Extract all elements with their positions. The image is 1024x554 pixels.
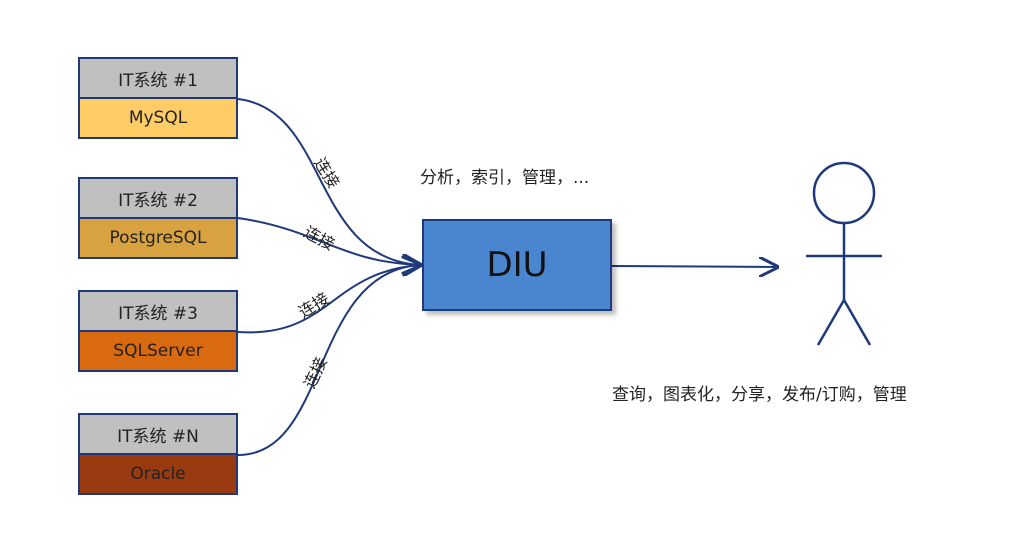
diu-box: DIU xyxy=(422,219,612,311)
it-system-3-title: IT系统 #3 xyxy=(80,292,236,332)
connector-1 xyxy=(237,98,420,265)
it-system-1: IT系统 #1 MySQL xyxy=(78,57,238,139)
it-system-2: IT系统 #2 PostgreSQL xyxy=(78,177,238,259)
it-system-n: IT系统 #N Oracle xyxy=(78,413,238,495)
diu-to-user-arrow xyxy=(611,266,777,267)
user-functions-caption: 查询，图表化，分享，发布/订购，管理 xyxy=(612,385,907,405)
it-system-3: IT系统 #3 SQLServer xyxy=(78,290,238,372)
it-system-2-db: PostgreSQL xyxy=(80,219,236,257)
diu-functions-caption: 分析，索引，管理，... xyxy=(420,168,590,188)
it-system-1-db: MySQL xyxy=(80,99,236,137)
it-system-1-title: IT系统 #1 xyxy=(80,59,236,99)
connector-n xyxy=(237,265,420,456)
it-system-n-db: Oracle xyxy=(80,455,236,493)
it-system-2-title: IT系统 #2 xyxy=(80,179,236,219)
connector-3 xyxy=(237,265,420,334)
user-icon xyxy=(806,161,882,346)
it-system-3-db: SQLServer xyxy=(80,332,236,370)
connector-2 xyxy=(237,217,420,265)
it-system-n-title: IT系统 #N xyxy=(80,415,236,455)
